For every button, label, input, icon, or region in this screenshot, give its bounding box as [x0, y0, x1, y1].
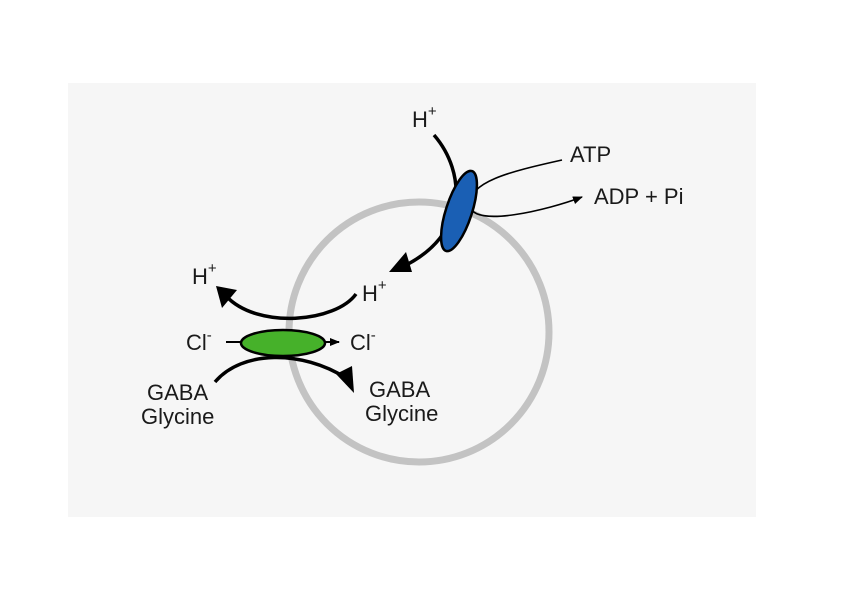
glycine-outside-label: Glycine	[141, 404, 214, 429]
v-atpase-pump	[439, 169, 479, 253]
viaat-transporter	[239, 328, 327, 358]
atp-label: ATP	[570, 142, 611, 167]
cl-outside-label: Cl-	[186, 327, 212, 355]
h-efflux-arrowhead	[216, 286, 237, 308]
glycine-inside-label: Glycine	[365, 401, 438, 426]
gaba-outside-label: GABA	[147, 380, 208, 405]
gaba-inside-label: GABA	[369, 377, 430, 402]
background-panel	[68, 83, 756, 517]
gaba-glycine-transport-arrow	[213, 355, 347, 384]
adp-pi-label: ADP + Pi	[594, 184, 683, 209]
h-efflux-arrow	[224, 292, 358, 321]
h-outside-label: H+	[192, 260, 217, 289]
cl-inside-label: Cl-	[350, 327, 376, 355]
h-inside-label: H+	[362, 277, 387, 306]
h-top-label: H+	[412, 103, 437, 132]
gaba-glycine-arrowhead	[336, 366, 354, 393]
h-influx-arrowhead	[389, 252, 412, 272]
